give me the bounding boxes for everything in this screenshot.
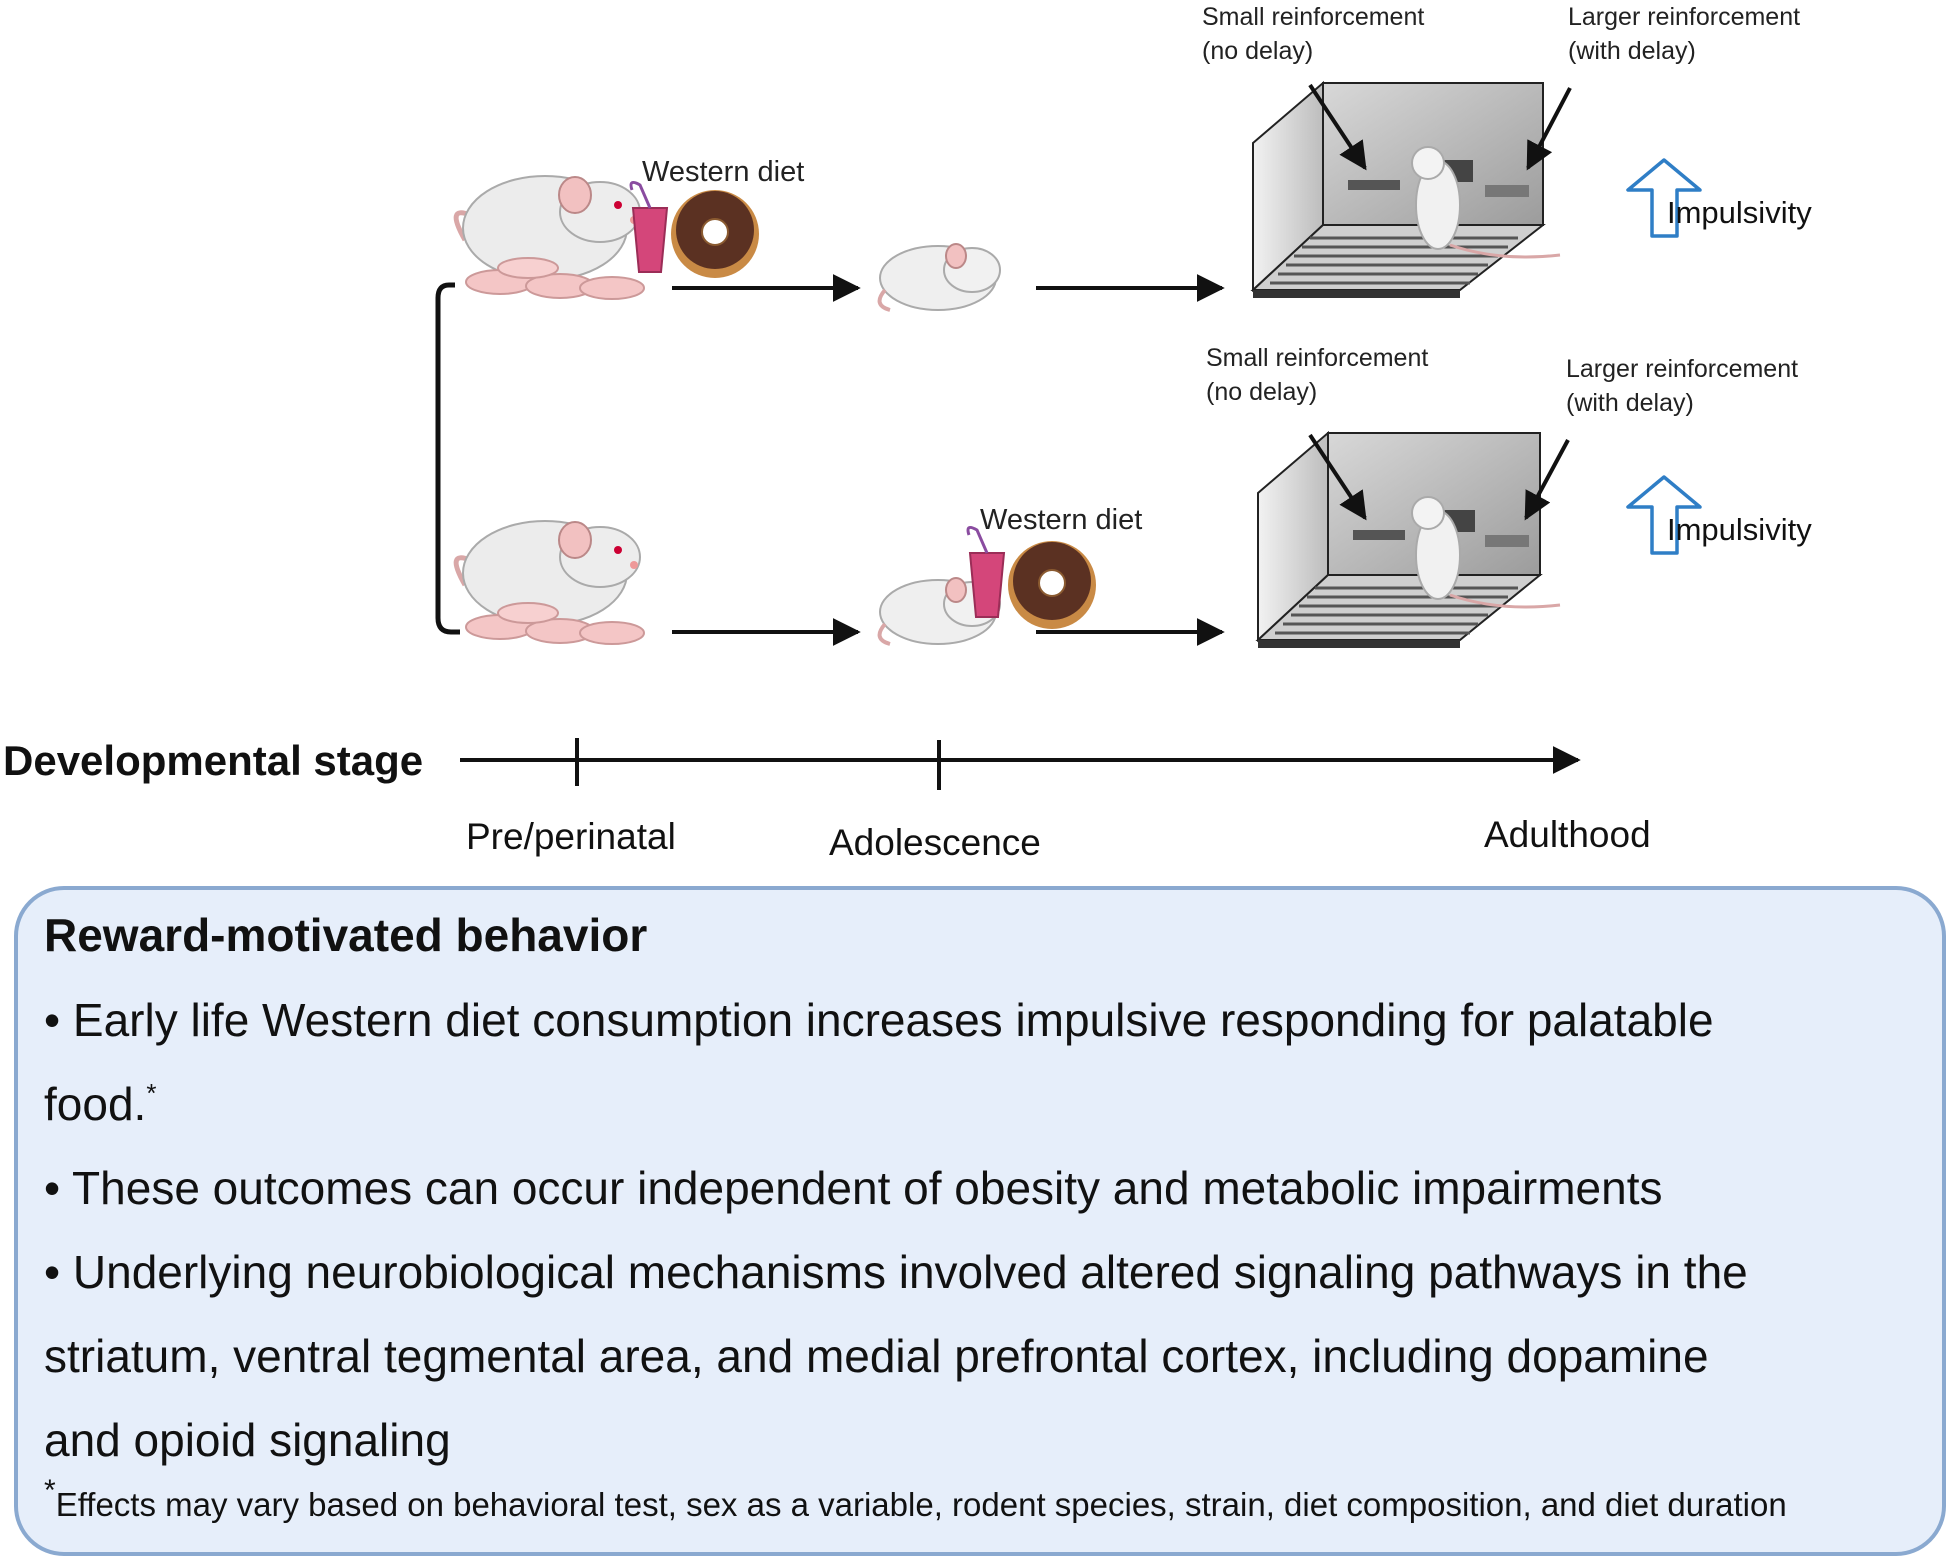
diet-impulsivity-diagram: Small reinforcement (no delay) Larger re… [3, 3, 1812, 863]
top-impulsivity-up-arrow-icon [1626, 158, 1702, 238]
bottom-impulsivity-up-arrow-icon [1626, 475, 1702, 555]
summary-line-6: and opioid signaling [44, 1414, 451, 1466]
bottom-mother-rat-with-pups [453, 520, 645, 645]
footnote-marker: * [44, 1474, 56, 1507]
bottom-small-reinforcement-label: Small reinforcement (no delay) [1206, 344, 1429, 406]
top-juvenile-rat [877, 243, 1001, 312]
summary-line-4: • Underlying neurobiological mechanisms … [44, 1246, 1748, 1298]
bottom-western-diet-label: Western diet [980, 504, 1143, 536]
top-western-diet-label: Western diet [642, 156, 805, 188]
footnote-reference: * [146, 1078, 157, 1108]
bottom-impulsivity-label: Impulsivity [1667, 512, 1812, 547]
top-mother-rat-with-pups [453, 175, 645, 300]
stage-pre-perinatal: Pre/perinatal [466, 816, 676, 857]
summary-line-2: food.* [44, 1078, 157, 1130]
footnote-text: Effects may vary based on behavioral tes… [55, 1486, 1787, 1523]
bottom-drink-icon [966, 525, 1006, 618]
bottom-operant-chamber [1255, 430, 1570, 648]
top-drink-icon [629, 180, 669, 273]
summary-title: Reward-motivated behavior [44, 909, 648, 961]
top-donut-icon [671, 190, 759, 278]
group-bracket [435, 282, 460, 635]
footnote: *Effects may vary based on behavioral te… [44, 1474, 1787, 1524]
summary-line-5: striatum, ventral tegmental area, and me… [44, 1330, 1709, 1382]
top-impulsivity-label: Impulsivity [1667, 195, 1812, 230]
bottom-larger-reinforcement-label: Larger reinforcement (with delay) [1566, 355, 1799, 417]
summary-box: Reward-motivated behavior • Early life W… [14, 886, 1946, 1556]
top-larger-reinforcement-label: Larger reinforcement (with delay) [1568, 3, 1801, 65]
top-small-reinforcement-label: Small reinforcement (no delay) [1202, 3, 1425, 65]
bottom-donut-icon [1008, 541, 1096, 629]
summary-line-3: • These outcomes can occur independent o… [44, 1162, 1663, 1214]
summary-line-1: • Early life Western diet consumption in… [44, 994, 1714, 1046]
stage-adulthood: Adulthood [1484, 814, 1651, 855]
top-operant-chamber [1250, 80, 1572, 298]
stage-adolescence: Adolescence [829, 822, 1041, 863]
developmental-timeline [460, 738, 1581, 790]
developmental-stage-label: Developmental stage [3, 737, 424, 784]
diagram-canvas [435, 80, 1702, 790]
